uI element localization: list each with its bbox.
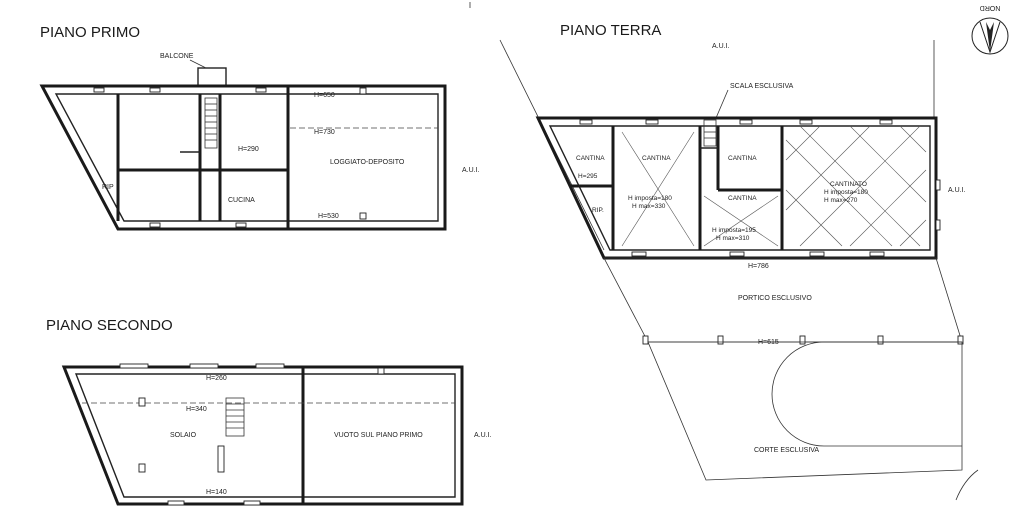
primo-h530: H=530 (318, 213, 339, 220)
terra-window (879, 119, 893, 125)
terra-window (729, 251, 745, 257)
primo-pillar (359, 212, 367, 220)
terra-rip-label: RIP. (592, 207, 604, 214)
secondo-stair (225, 397, 245, 437)
terra-cantina-3-label: CANTINA (728, 155, 757, 162)
terra-window (809, 251, 825, 257)
terra-h615: H=615 (758, 339, 779, 346)
terra-vault-cross-1 (621, 131, 695, 247)
primo-h650: H=650 (314, 92, 335, 99)
primo-inner-wall (54, 93, 439, 222)
terra-aui-top-label: A.U.I. (712, 43, 730, 50)
secondo-pillar (138, 463, 146, 473)
terra-cantinato-label: CANTINATO (830, 181, 867, 188)
primo-rip-label: RIP (102, 184, 114, 191)
terra-window (579, 119, 593, 125)
terra-corte-turnaround (771, 341, 962, 447)
secondo-solaio-label: SOLAIO (170, 432, 197, 439)
terra-cantinato-h-max: H max=270 (824, 197, 858, 204)
terra-portico-pillar (642, 335, 649, 345)
terra-cantina-2-label: CANTINA (642, 155, 671, 162)
terra-corte-outline (647, 341, 963, 481)
secondo-h340: H=340 (186, 406, 207, 413)
terra-window (935, 219, 941, 231)
primo-h730: H=730 (314, 129, 335, 136)
terra-inner-wall (548, 125, 931, 251)
secondo-window (189, 363, 219, 369)
terra-aui-right-label: A.U.I. (948, 187, 966, 194)
secondo-inner-wall (74, 373, 456, 498)
terra-window (645, 119, 659, 125)
secondo-pillar (138, 397, 146, 407)
piano-primo-title: PIANO PRIMO (40, 24, 140, 41)
terra-window (799, 119, 813, 125)
piano-secondo-title: PIANO SECONDO (46, 317, 173, 334)
primo-window (93, 87, 105, 93)
piano-secondo-plan: PIANO SECONDO H=260 H=340 SOLAIO VUOTO S… (46, 317, 492, 506)
secondo-window (167, 500, 185, 506)
terra-stair (703, 119, 717, 147)
terra-scala-label: SCALA ESCLUSIVA (730, 83, 794, 90)
primo-aui-label: A.U.I. (462, 167, 480, 174)
terra-cantina-4-h-imposta: H imposta=195 (712, 227, 756, 234)
terra-cantina-4-label: CANTINA (728, 195, 757, 202)
terra-corte-label: CORTE ESCLUSIVA (754, 447, 819, 454)
terra-cantina-4-h-max: H max=310 (716, 235, 750, 242)
piano-primo-plan: PIANO PRIMO BALCONE (39, 24, 480, 231)
balcone-leader (189, 59, 207, 69)
primo-window (149, 222, 161, 228)
terra-cantina-2-h-imposta: H imposta=180 (628, 195, 672, 202)
terra-portico-pillar (877, 335, 884, 345)
primo-stair (204, 97, 218, 149)
terra-window (631, 251, 647, 257)
terra-cantina-1-label: CANTINA (576, 155, 605, 162)
piano-terra-title: PIANO TERRA (560, 22, 661, 39)
terra-cantinato-hatch (785, 125, 927, 247)
piano-terra-plan: PIANO TERRA A.U.I. SCALA ESCLUSIVA (499, 22, 979, 501)
terra-portico-label: PORTICO ESCLUSIVO (738, 295, 812, 302)
secondo-h260: H=260 (206, 375, 227, 382)
secondo-window (243, 500, 261, 506)
primo-window (255, 87, 267, 93)
secondo-window (119, 363, 149, 369)
balcone-label: BALCONE (160, 53, 194, 60)
terra-cantinato-h-imposta: H imposta=180 (824, 189, 868, 196)
terra-window (739, 119, 753, 125)
secondo-pillar (377, 367, 385, 375)
secondo-aui-label: A.U.I. (474, 432, 492, 439)
primo-window (235, 222, 247, 228)
terra-vault-cross-2 (703, 195, 779, 247)
terra-scala-leader (715, 89, 729, 119)
balcone-outline (197, 67, 227, 87)
primo-pillar (359, 87, 367, 95)
terra-h786: H=786 (748, 263, 769, 270)
primo-outer-wall (39, 84, 447, 231)
primo-loggiato-label: LOGGIATO-DEPOSITO (330, 159, 405, 166)
terra-portico-pillar (799, 335, 806, 345)
compass-label: NORD (980, 4, 1001, 11)
secondo-outer-wall (61, 365, 464, 506)
secondo-h140: H=140 (206, 489, 227, 496)
primo-window (149, 87, 161, 93)
terra-window (935, 179, 941, 191)
secondo-chimney (217, 445, 225, 473)
terra-portico-pillar (957, 335, 964, 345)
primo-cucina-label: CUCINA (228, 197, 255, 204)
north-arrow-icon: NORD (971, 4, 1009, 55)
secondo-vuoto-label: VUOTO SUL PIANO PRIMO (334, 432, 423, 439)
terra-cantina-2-h-max: H max=330 (632, 203, 666, 210)
terra-portico-pillar (717, 335, 724, 345)
terra-window (869, 251, 885, 257)
secondo-window (255, 363, 285, 369)
terra-h295: H=295 (578, 173, 598, 180)
primo-h290: H=290 (238, 146, 259, 153)
terra-curve-mark (955, 469, 979, 501)
